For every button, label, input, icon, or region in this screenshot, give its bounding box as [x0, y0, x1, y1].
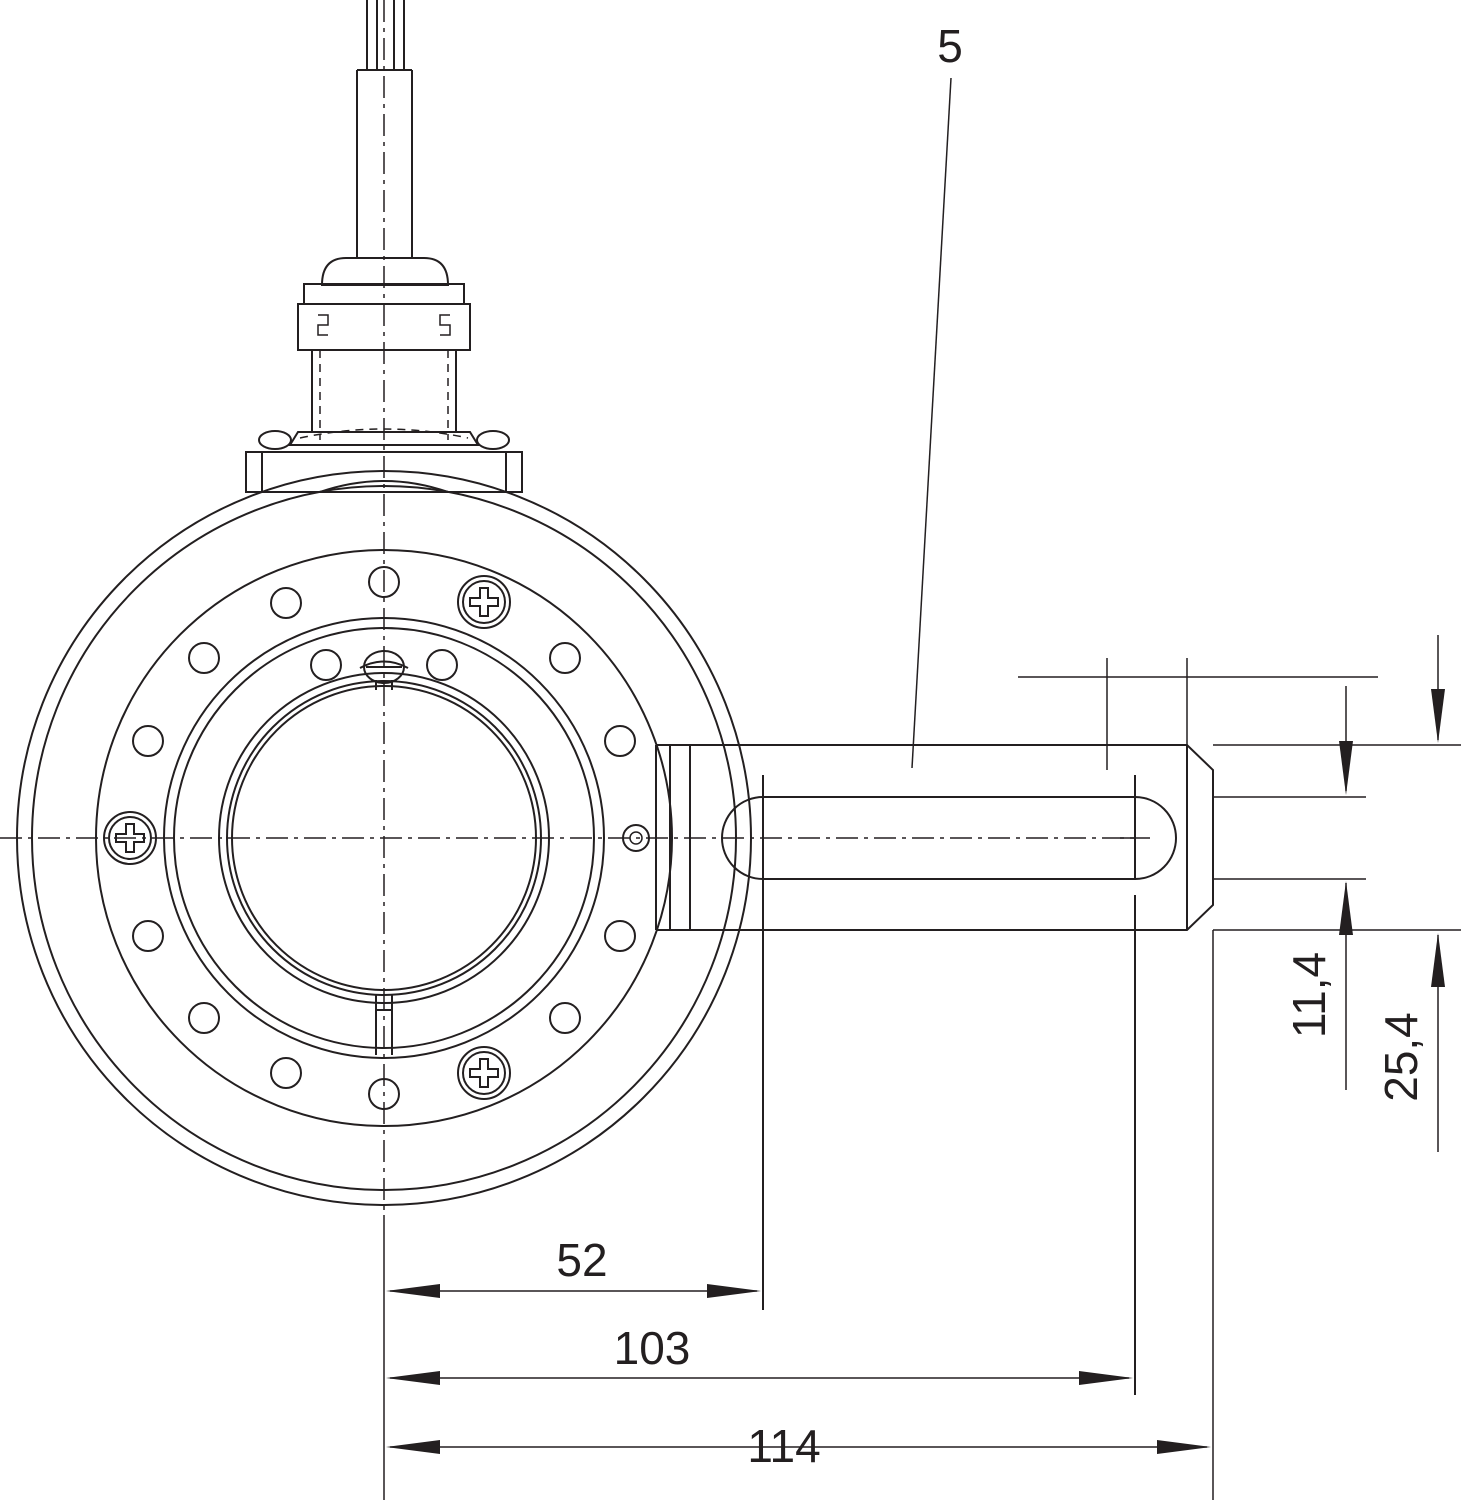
item-5-leader [911, 77, 952, 769]
torque-arm [655, 744, 1214, 1395]
dimension-52: 52 [556, 1234, 607, 1286]
vertical-dimensions [1018, 635, 1461, 1152]
dimension-25-4: 25,4 [1375, 1012, 1427, 1102]
horizontal-dimensions [383, 930, 1214, 1500]
dimension-11-4: 11,4 [1283, 952, 1335, 1038]
cable [356, 0, 413, 258]
item-number-label: 5 [937, 20, 963, 72]
cable-gland [245, 257, 523, 493]
dimension-103: 103 [614, 1322, 691, 1374]
dimension-114: 114 [747, 1420, 820, 1472]
center-lines [0, 0, 1140, 1210]
